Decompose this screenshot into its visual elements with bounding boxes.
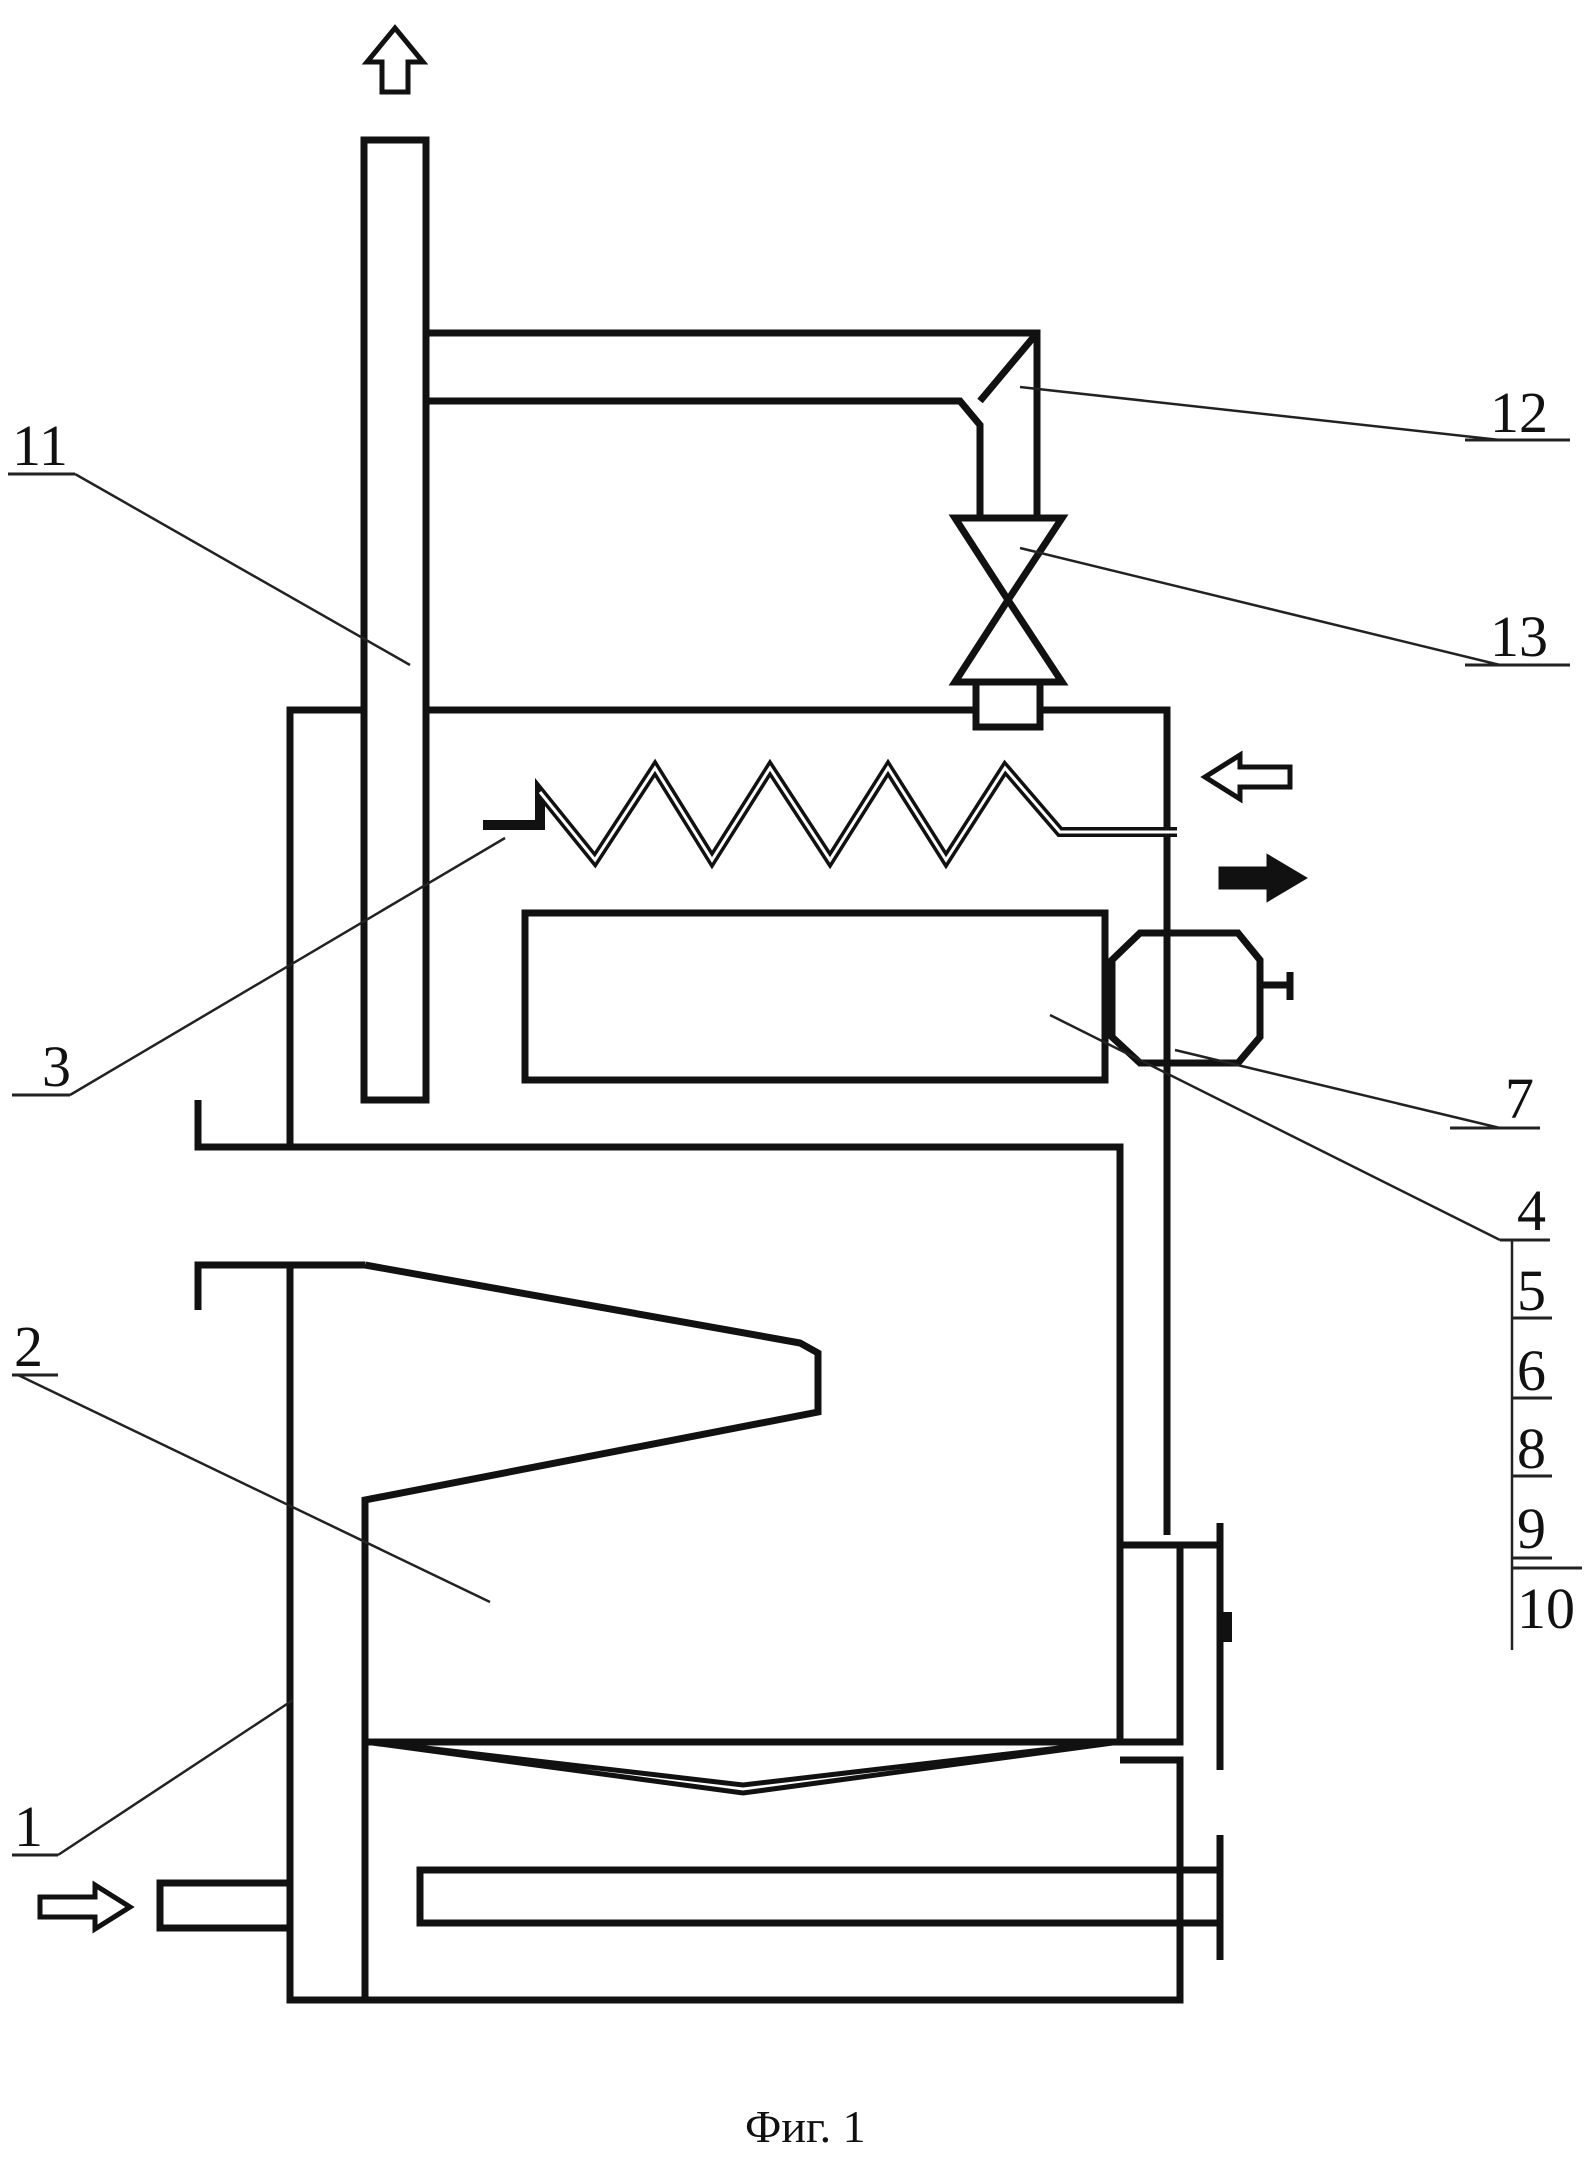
valve-body (955, 518, 1062, 682)
supply-arrow-right-icon (1220, 856, 1305, 900)
upper-lip (198, 1100, 290, 1147)
door-handle (1220, 1612, 1232, 1642)
fan-motor (1112, 933, 1260, 1063)
heat-exchanger-coil (483, 768, 1177, 860)
leader-lines (18, 387, 1512, 1855)
left-lip (198, 1265, 365, 1310)
grate (365, 1742, 1120, 1793)
label-8: 8 (1517, 1416, 1546, 1481)
return-arrow-left-icon (1205, 755, 1290, 799)
label-6: 6 (1517, 1338, 1546, 1403)
label-12: 12 (1490, 380, 1548, 445)
door-flange (1180, 1523, 1220, 1770)
motor-shaft (1260, 972, 1290, 1000)
label-10: 10 (1517, 1576, 1575, 1641)
inlet-pipe (160, 1883, 290, 1928)
bypass-duct (426, 333, 1037, 518)
inlet-arrow-right-icon (40, 1885, 130, 1929)
figure-caption: Фиг. 1 (745, 2101, 866, 2152)
loading-door (1120, 1545, 1180, 1742)
label-5: 5 (1517, 1258, 1546, 1323)
firebox (365, 1265, 1120, 1742)
block-4 (525, 913, 1105, 1080)
burner-tube (420, 1870, 1220, 1923)
heat-exchanger-coil-inner (540, 768, 1177, 860)
label-13: 13 (1490, 604, 1548, 669)
exhaust-arrow-up-icon (367, 28, 423, 92)
chimney-pipe (364, 140, 426, 1100)
valve-flange (976, 682, 1040, 727)
label-9: 9 (1517, 1496, 1546, 1561)
label-2: 2 (14, 1314, 43, 1379)
label-4: 4 (1517, 1178, 1546, 1243)
label-7: 7 (1505, 1066, 1534, 1131)
label-3: 3 (42, 1034, 71, 1099)
label-11: 11 (12, 413, 68, 478)
label-1: 1 (14, 1794, 43, 1859)
